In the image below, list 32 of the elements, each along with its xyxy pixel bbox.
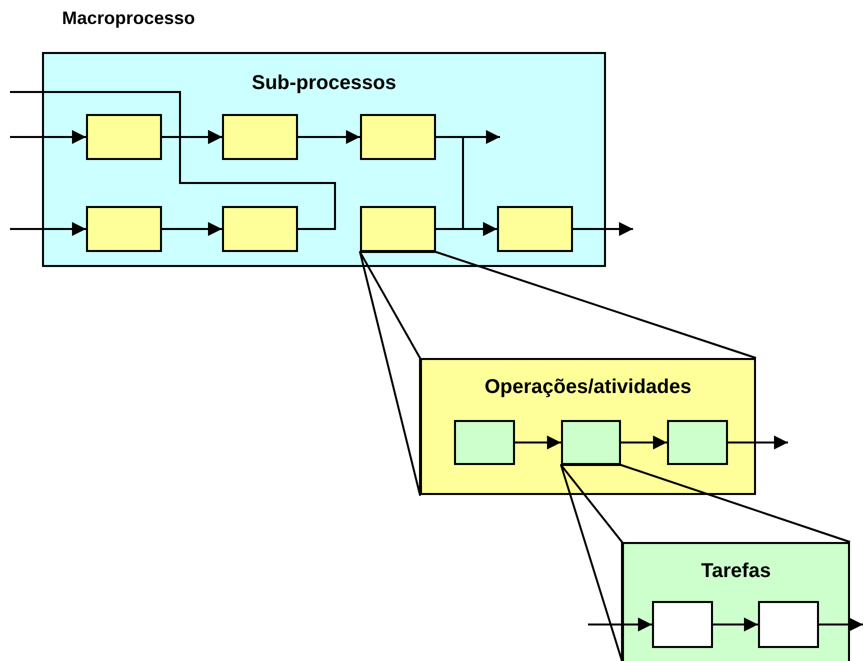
panel-title: Operações/atividades bbox=[484, 376, 692, 398]
arrow bbox=[298, 130, 360, 144]
panel-title: Tarefas bbox=[701, 560, 771, 582]
process-box bbox=[222, 114, 298, 160]
process-panel bbox=[42, 52, 606, 267]
process-box bbox=[652, 601, 713, 648]
arrow bbox=[573, 222, 633, 236]
arrow bbox=[162, 222, 222, 236]
process-panel bbox=[420, 358, 756, 495]
arrow bbox=[728, 436, 788, 450]
process-box bbox=[667, 420, 728, 465]
process-box bbox=[360, 114, 436, 160]
process-box bbox=[561, 420, 621, 465]
process-box bbox=[360, 206, 436, 252]
arrow bbox=[436, 222, 497, 236]
process-box bbox=[454, 420, 515, 465]
arrow bbox=[819, 618, 863, 632]
panel-title: Sub-processos bbox=[252, 72, 396, 94]
arrow bbox=[515, 436, 561, 450]
process-panel bbox=[622, 542, 850, 661]
arrow bbox=[713, 618, 758, 632]
process-box bbox=[758, 601, 819, 648]
process-box bbox=[497, 206, 573, 252]
arrow bbox=[10, 222, 86, 236]
diagram-title: Macroprocesso bbox=[62, 8, 196, 29]
arrow bbox=[10, 130, 86, 144]
arrow bbox=[621, 436, 667, 450]
arrow bbox=[588, 618, 652, 632]
process-box bbox=[222, 206, 298, 252]
arrow bbox=[179, 130, 336, 230]
process-box bbox=[86, 206, 162, 252]
process-box bbox=[86, 114, 162, 160]
